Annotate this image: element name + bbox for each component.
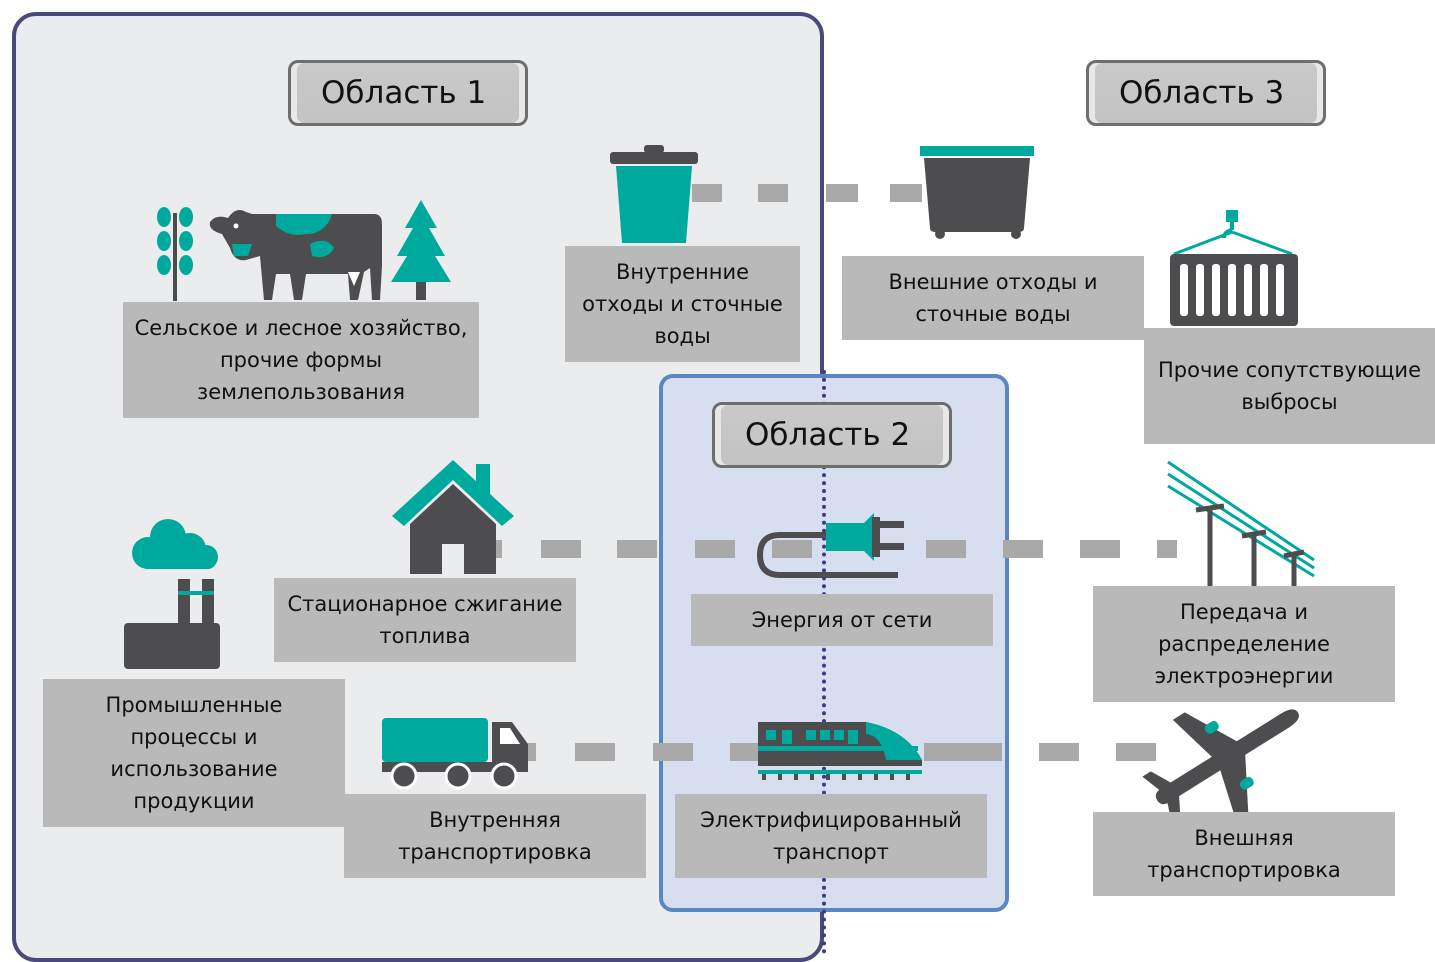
truck-icon bbox=[382, 718, 528, 790]
cow-icon bbox=[209, 210, 382, 300]
plug-icon bbox=[756, 513, 904, 578]
label-electric-transport: Электрифицированный транспорт bbox=[675, 794, 987, 878]
label-agriculture: Сельское и лесное хозяйство, прочие форм… bbox=[123, 302, 479, 418]
factory-icon bbox=[124, 519, 220, 669]
shipping-container-icon bbox=[1170, 210, 1298, 326]
tree-icon bbox=[391, 200, 451, 300]
label-grid-energy: Энергия от сети bbox=[691, 594, 993, 646]
scope3-label: Область 3 bbox=[1086, 60, 1326, 126]
trash-bin-icon bbox=[610, 145, 698, 243]
label-internal-transport: Внутренняя транспортировка bbox=[344, 794, 646, 878]
waste-container-icon bbox=[920, 146, 1034, 239]
scope1-label: Область 1 bbox=[288, 60, 528, 126]
label-internal-waste: Внутренние отходы и сточные воды bbox=[565, 246, 800, 362]
scope-divider bbox=[822, 370, 826, 954]
wheat-icon bbox=[157, 207, 193, 301]
house-icon bbox=[392, 460, 514, 574]
airplane-icon bbox=[1142, 709, 1299, 825]
train-icon bbox=[758, 722, 922, 780]
scope2-label: Область 2 bbox=[712, 402, 952, 468]
label-other-emissions: Прочие сопутствующие выбросы bbox=[1144, 328, 1435, 444]
label-industrial-processes: Промышленные процессы и использование пр… bbox=[43, 679, 345, 827]
label-transmission: Передача и распределение электроэнергии bbox=[1093, 586, 1395, 702]
power-line-icon bbox=[1167, 460, 1315, 586]
label-stationary-combustion: Стационарное сжигание топлива bbox=[274, 578, 576, 662]
label-external-waste: Внешние отходы и сточные воды bbox=[842, 256, 1144, 340]
label-external-transport: Внешняя транспортировка bbox=[1093, 812, 1395, 896]
